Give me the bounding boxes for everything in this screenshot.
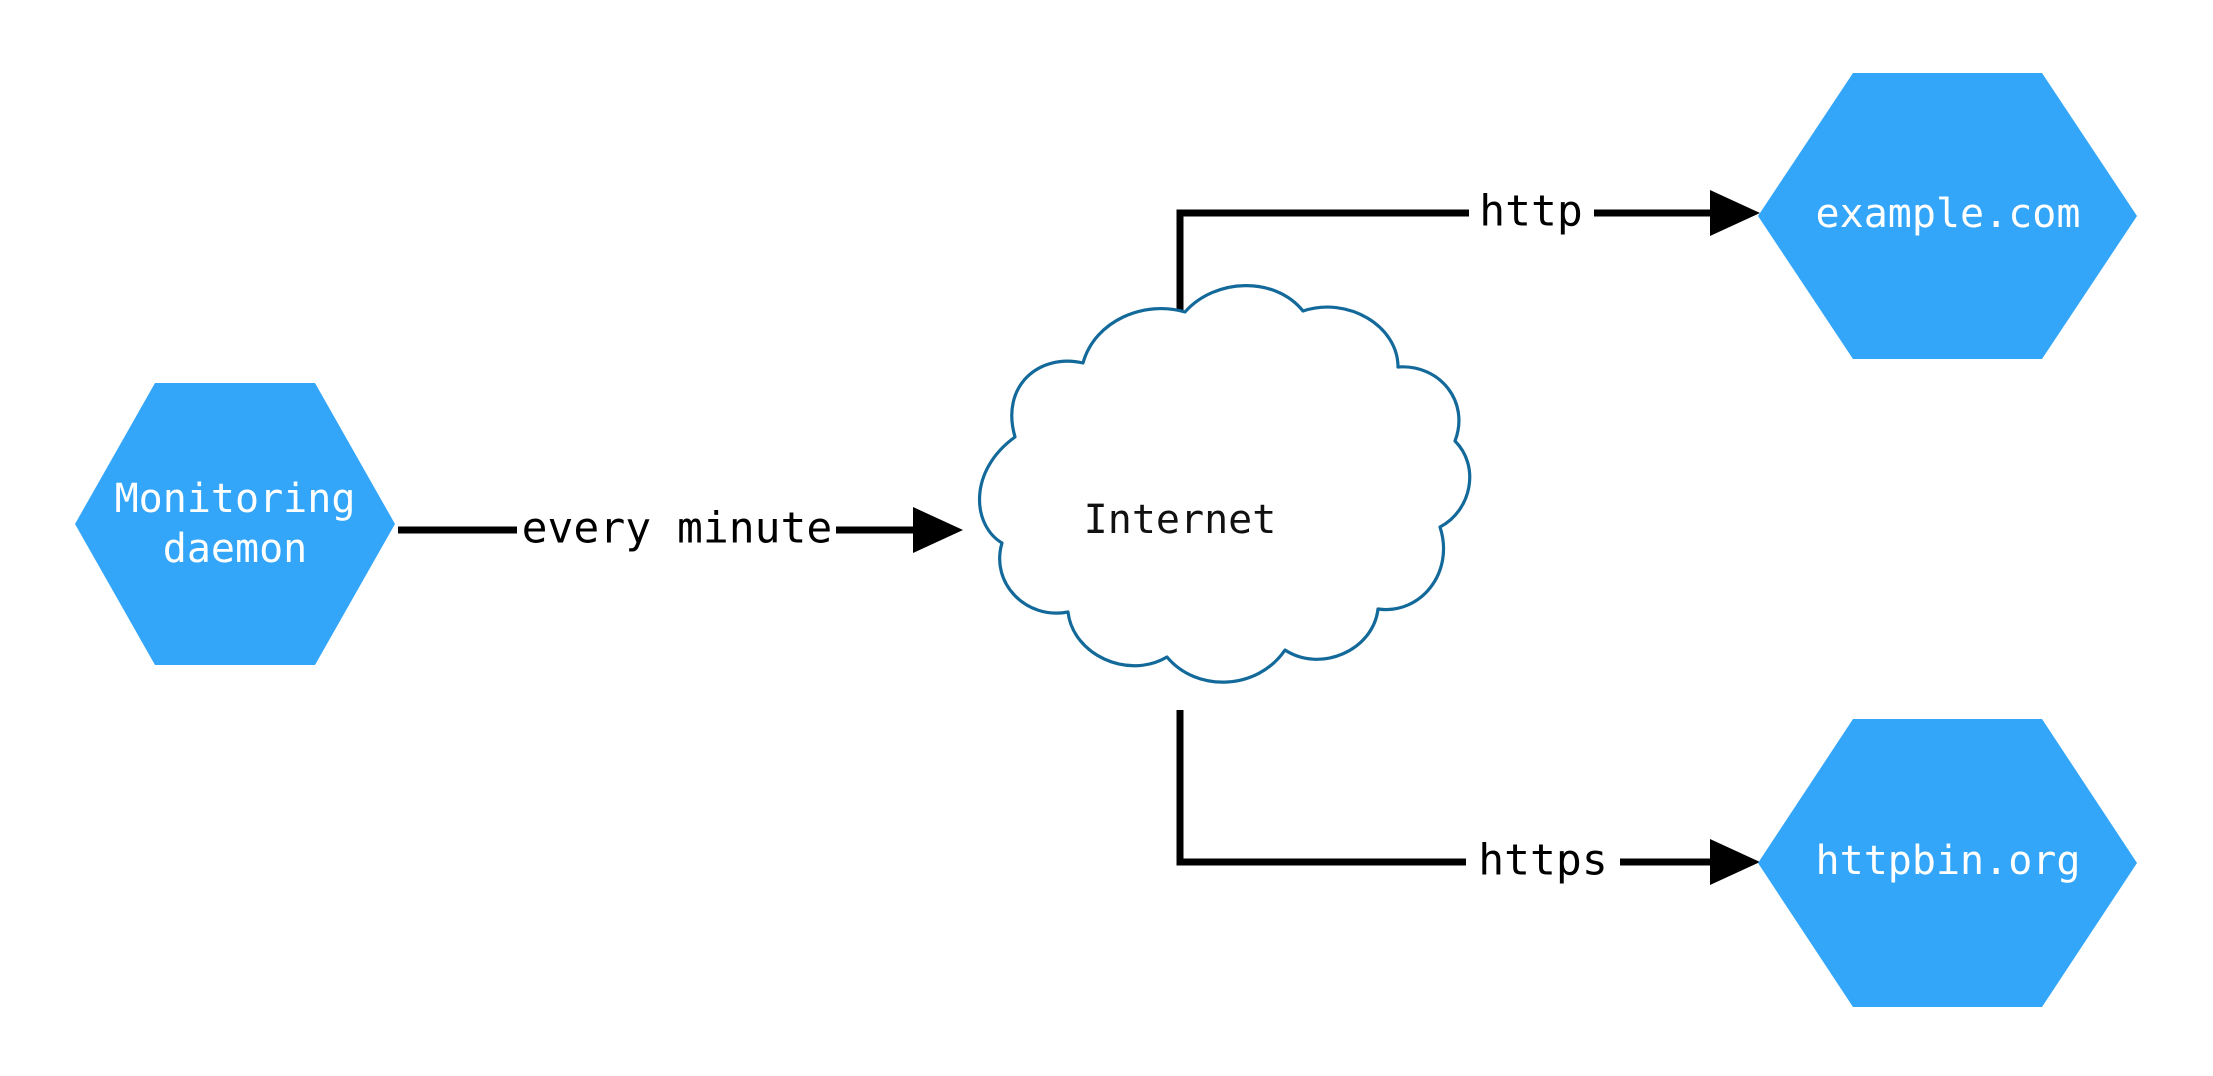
edge-internet-to-example-elbow [1176,209,1469,331]
node-example-com[interactable]: example.com [1758,73,2137,359]
node-label-monitoring-daemon-line2: daemon [163,526,308,572]
edge-label-http: http [1479,187,1583,237]
node-monitoring-daemon[interactable]: Monitoring daemon [75,383,395,665]
node-label-monitoring-daemon-line1: Monitoring [115,476,356,522]
arrowhead-to-httpbin [1710,839,1760,885]
hexagon-shape-httpbin-org [1758,719,2137,1007]
node-label-example-com: example.com [1816,191,2081,237]
node-label-httpbin-org: httpbin.org [1816,838,2081,884]
edge-internet-to-httpbin-elbow [1176,710,1466,866]
hexagon-shape-monitoring-daemon [75,383,395,665]
edge-label-every-minute: every minute [522,504,833,554]
edge-internet-to-example: http [1176,187,1760,331]
cloud-shape-internet [977,284,1472,684]
edge-daemon-to-internet: every minute [398,504,963,554]
arrowhead-to-internet [913,507,963,553]
edge-internet-to-httpbin: https [1176,710,1760,886]
hexagon-shape-example-com [1758,73,2137,359]
arrowhead-to-example [1710,190,1760,236]
node-label-internet: Internet [1084,497,1277,543]
edge-label-https: https [1478,836,1607,886]
node-httpbin-org[interactable]: httpbin.org [1758,719,2137,1007]
node-internet[interactable]: Internet [977,284,1472,684]
